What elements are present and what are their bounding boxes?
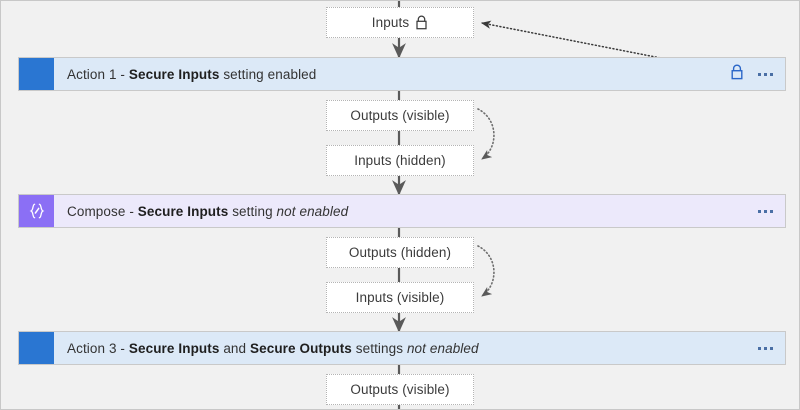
action3-prefix: Action 3 - — [67, 340, 129, 356]
action-row-action3-controls — [758, 340, 785, 356]
ellipsis-icon[interactable] — [758, 203, 773, 219]
action1-prefix: Action 1 - — [67, 66, 129, 82]
action3-strong1: Secure Inputs — [128, 340, 220, 356]
action-row-action1-controls — [730, 64, 785, 85]
lock-icon[interactable] — [730, 64, 744, 85]
action1-strong: Secure Inputs — [128, 66, 220, 82]
card-outputs-2-label: Outputs (hidden) — [348, 245, 452, 260]
action1-suffix: setting enabled — [219, 66, 317, 82]
action3-strong2: Secure Outputs — [250, 340, 352, 356]
action-row-action1-label: Action 1 - Secure Inputs setting enabled — [67, 67, 316, 82]
blue-square-icon — [19, 58, 54, 90]
lock-icon — [415, 15, 428, 30]
ellipsis-icon[interactable] — [758, 340, 773, 356]
action3-emphasis: not enabled — [406, 340, 479, 356]
action-row-action3[interactable]: Action 3 - Secure Inputs and Secure Outp… — [18, 331, 786, 365]
compose-prefix: Compose - — [67, 203, 138, 219]
compose-strong: Secure Inputs — [137, 203, 229, 219]
action3-mid1: and — [219, 340, 250, 356]
ellipsis-icon[interactable] — [758, 66, 773, 82]
card-inputs-1[interactable]: Inputs (hidden) — [326, 145, 474, 176]
action-row-compose[interactable]: Compose - Secure Inputs setting not enab… — [18, 194, 786, 228]
card-top-inputs[interactable]: Inputs — [326, 7, 474, 38]
card-outputs-1[interactable]: Outputs (visible) — [326, 100, 474, 131]
card-outputs-3-label: Outputs (visible) — [350, 382, 450, 397]
compose-braces-icon — [19, 195, 54, 227]
card-outputs-2[interactable]: Outputs (hidden) — [326, 237, 474, 268]
card-inputs-2-label: Inputs (visible) — [355, 290, 445, 305]
card-outputs-1-label: Outputs (visible) — [350, 108, 450, 123]
action-row-compose-label: Compose - Secure Inputs setting not enab… — [67, 204, 348, 219]
card-top-inputs-label: Inputs — [371, 15, 410, 30]
action-row-compose-controls — [758, 203, 785, 219]
card-inputs-1-label: Inputs (hidden) — [354, 153, 446, 168]
card-outputs-3[interactable]: Outputs (visible) — [326, 374, 474, 405]
action3-mid2: settings — [351, 340, 407, 356]
action-row-action1[interactable]: Action 1 - Secure Inputs setting enabled — [18, 57, 786, 91]
compose-emphasis: not enabled — [276, 203, 349, 219]
dotted-arrow-outputs2-to-inputs2 — [477, 245, 495, 297]
action-row-action3-label: Action 3 - Secure Inputs and Secure Outp… — [67, 341, 479, 356]
card-inputs-2[interactable]: Inputs (visible) — [326, 282, 474, 313]
blue-square-icon — [19, 332, 54, 364]
dotted-arrow-outputs1-to-inputs1 — [477, 108, 495, 160]
compose-mid: setting — [228, 203, 277, 219]
